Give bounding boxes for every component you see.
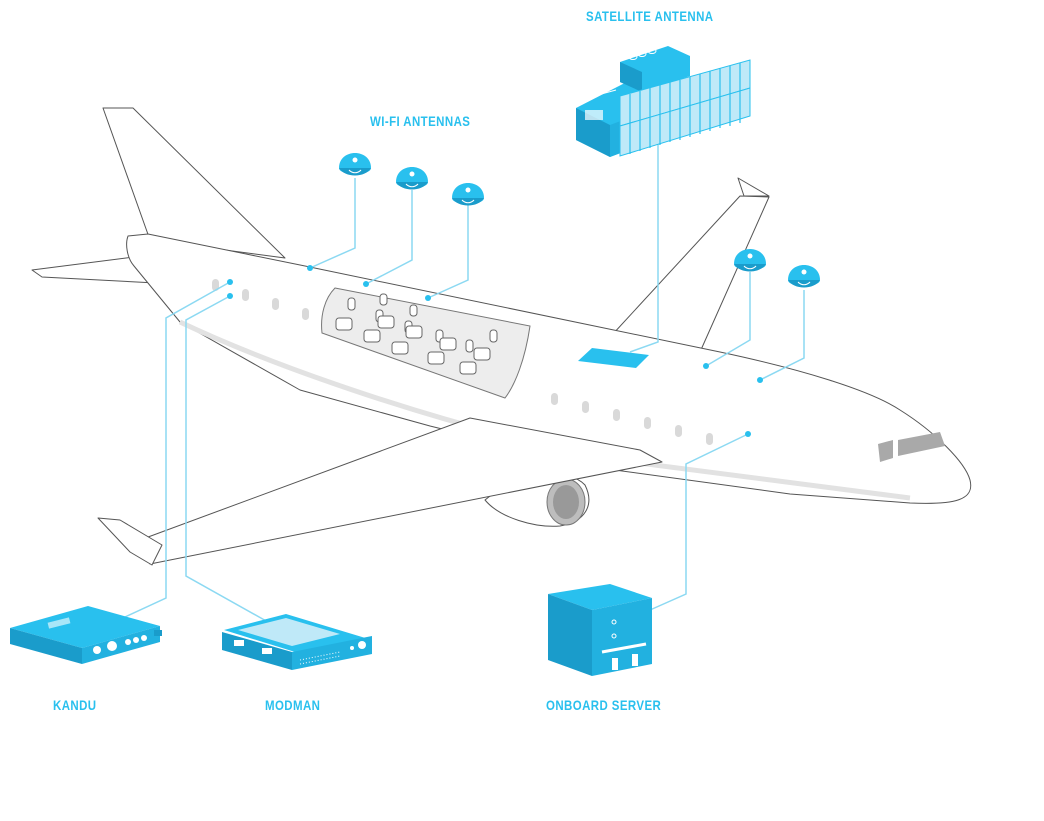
kandu-unit-icon <box>10 606 162 664</box>
antenna-mount <box>578 348 649 368</box>
wifi-antenna-group <box>339 153 820 288</box>
vertical-stabilizer <box>102 107 286 259</box>
satellite-antenna-label: SATELLITE ANTENNA <box>586 8 714 24</box>
wifi-antenna-icon <box>396 167 428 190</box>
onboard-server-icon <box>548 584 652 676</box>
far-wing <box>611 195 770 353</box>
cabin-cutaway <box>321 287 531 399</box>
cockpit-window <box>878 440 893 462</box>
passenger-windows <box>212 279 713 445</box>
wifi-antenna-icon <box>788 265 820 288</box>
connection-lines <box>124 142 805 623</box>
wifi-antenna-icon <box>734 249 766 272</box>
modman-unit-icon <box>222 614 372 670</box>
kandu-label: KANDU <box>53 697 97 713</box>
cockpit-window <box>898 432 945 456</box>
wifi-antenna-icon <box>339 153 371 176</box>
wifi-antennas-label: WI-FI ANTENNAS <box>370 113 471 129</box>
onboard-server-label: ONBOARD SERVER <box>546 697 662 713</box>
cabin-seats <box>335 293 498 375</box>
satellite-antenna-icon <box>576 46 751 157</box>
wifi-antenna-icon <box>452 183 484 206</box>
connection-endpoints <box>227 265 763 437</box>
winglet <box>97 517 163 566</box>
modman-label: MODMAN <box>265 697 321 713</box>
